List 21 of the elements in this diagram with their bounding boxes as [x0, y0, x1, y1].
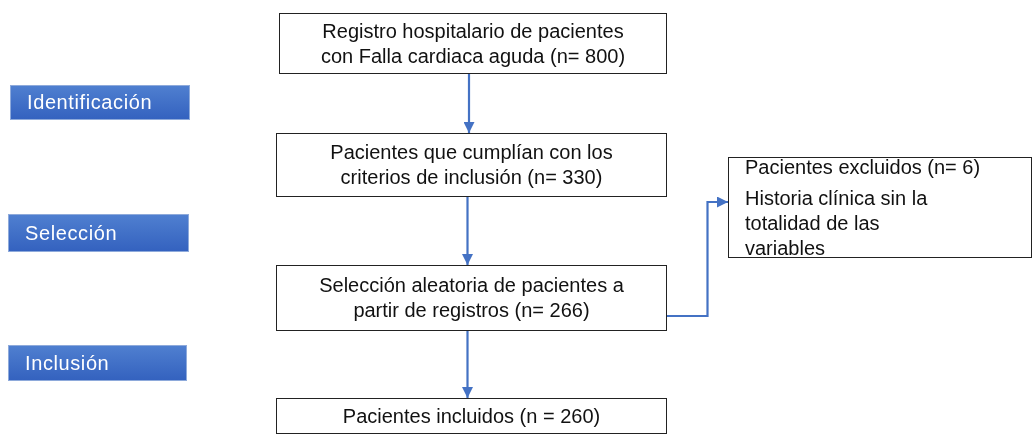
stage-label: Identificación — [27, 91, 153, 114]
stage-label-box — [10, 85, 190, 120]
arrow — [462, 197, 473, 265]
box-text: Pacientes incluidos (n = 260) — [342, 403, 601, 429]
process-box — [279, 13, 667, 74]
arrow — [463, 74, 475, 133]
process-box — [276, 398, 667, 434]
box-text: Selección aleatoria de pacientes a partir de registros (n= 266) — [318, 273, 625, 323]
stage-label: Inclusión — [25, 351, 110, 375]
arrow — [667, 196, 728, 318]
box-text: Pacientes que cumplían con los criterios de inclusión (n= 330) — [329, 140, 614, 190]
stage-label-box — [8, 214, 189, 252]
process-box — [276, 133, 667, 197]
stage-label-box — [8, 345, 187, 381]
exclusion-box — [728, 157, 1032, 258]
process-box — [276, 265, 667, 331]
stage-label: Selección — [25, 221, 118, 245]
arrow — [462, 331, 473, 398]
box-text: Pacientes excluidos (n= 6) — [745, 154, 981, 180]
box-text: Registro hospitalario de pacientes con Falla cardiaca aguda (n= 800) — [319, 18, 627, 69]
box-note: Historia clínica sin la totalidad de las variables — [745, 185, 929, 261]
